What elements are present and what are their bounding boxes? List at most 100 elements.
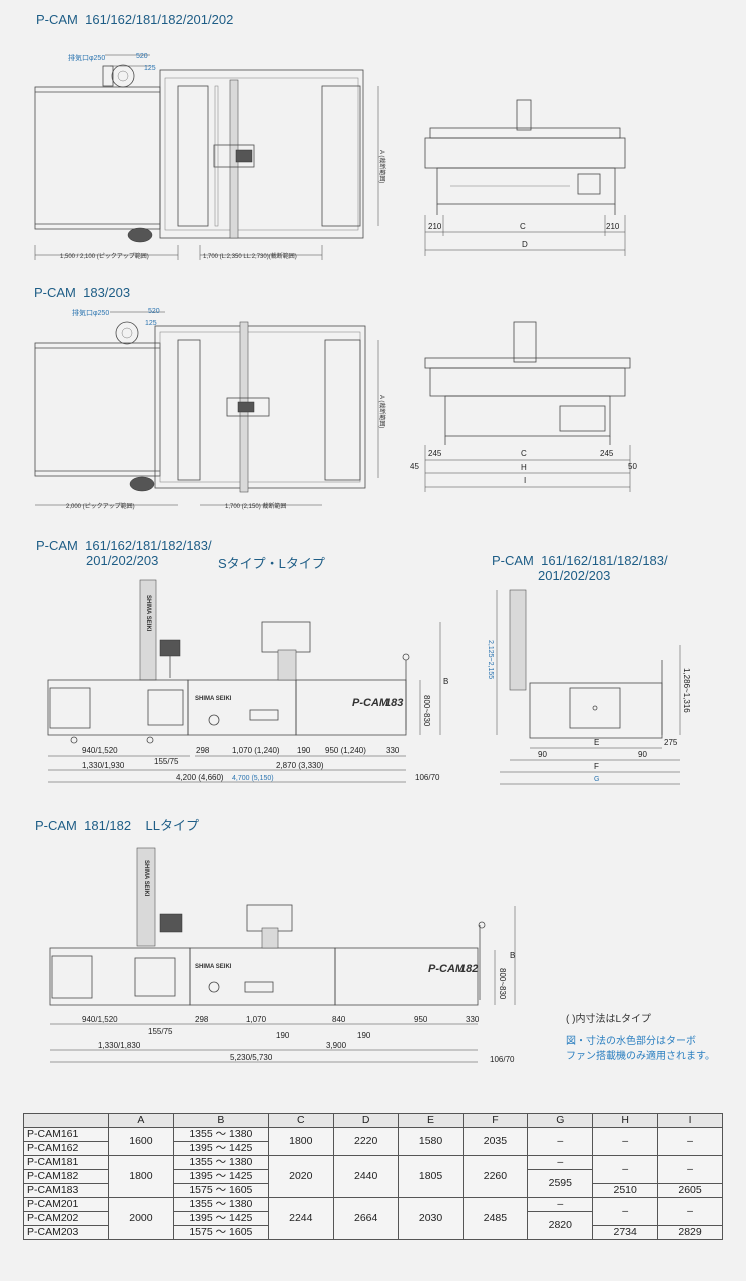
dim-330-3: 330	[386, 746, 400, 755]
dim-h1286: 1,286~1,316	[682, 668, 691, 713]
cell-g: 2595	[527, 1169, 594, 1198]
cell-b: 1395 ～ 1425	[172, 1211, 269, 1226]
section-title-1: P-CAM 161/162/181/182/201/202	[36, 12, 234, 27]
cell-b: 1395 ～ 1425	[172, 1169, 269, 1184]
dim-950-5: 950	[414, 1015, 428, 1024]
dim-50: 50	[628, 462, 637, 471]
cell-f: 2260	[462, 1155, 529, 1198]
exhaust-label: 排気口φ250	[68, 53, 105, 62]
cell-b: 1355 ～ 1380	[172, 1155, 269, 1170]
header-e: E	[397, 1113, 464, 1128]
dim-a-cut: A (裁断範囲)	[378, 150, 386, 183]
dim-840-5: 840	[332, 1015, 346, 1024]
dim-3900-5: 3,900	[326, 1041, 347, 1050]
dim-190b-5: 190	[357, 1031, 371, 1040]
dim-190-3: 190	[297, 746, 311, 755]
dim-c-2: C	[521, 449, 527, 458]
dim-b-5: B	[510, 951, 515, 960]
header-i: I	[657, 1113, 723, 1128]
dim-g: G	[594, 776, 599, 783]
dim-45: 45	[410, 462, 419, 471]
cell-d: 2664	[332, 1197, 399, 1240]
dim-5230-5: 5,230/5,730	[230, 1053, 273, 1062]
brand-tower-5: SHIMA SEIKI	[143, 860, 149, 897]
cell-h: –	[592, 1127, 659, 1156]
cell-e: 1580	[397, 1127, 464, 1156]
cell-g: –	[527, 1155, 594, 1170]
section-type-label: Sタイプ・Lタイプ	[218, 556, 325, 571]
cell-h: 2734	[592, 1225, 659, 1240]
table-row: P-CAM161 1600 1355 ～ 1380 1800 2220 1580…	[23, 1127, 723, 1156]
cell-e: 1805	[397, 1155, 464, 1198]
section-title-5: P-CAM 181/182 LLタイプ	[35, 818, 200, 833]
monitor-icon-5	[159, 913, 183, 933]
dim-90-right: 90	[638, 750, 647, 759]
table-row: P-CAM181 1800 1355 ～ 1380 2020 2440 1805…	[23, 1155, 723, 1198]
cell-c: 2244	[267, 1197, 334, 1240]
brand-body-3: SHIMA SEIKI	[195, 696, 232, 702]
cell-c: 1800	[267, 1127, 334, 1156]
exhaust-port-icon	[111, 64, 135, 88]
header-a: A	[108, 1113, 174, 1128]
table-row: P-CAM182 1395 ～ 1425 2595	[23, 1169, 723, 1198]
dim-155-5: 155/75	[148, 1027, 173, 1036]
table-row: P-CAM162 1395 ～ 1425	[23, 1141, 723, 1156]
model-cell: P-CAM202	[23, 1211, 109, 1226]
dim-298-5: 298	[195, 1015, 209, 1024]
cell-b: 1395 ～ 1425	[172, 1141, 269, 1156]
cell-i: 2605	[657, 1183, 723, 1198]
cell-a: 1800	[108, 1155, 174, 1198]
dim-1330-5: 1,330/1,830	[98, 1041, 141, 1050]
section-title-3-line1: P-CAM 161/162/181/182/183/	[36, 538, 212, 553]
dim-330-5: 330	[466, 1015, 480, 1024]
dim-950-3: 950 (1,240)	[325, 746, 366, 755]
cell-g: –	[527, 1127, 594, 1156]
header-d: D	[332, 1113, 399, 1128]
dim-125: 125	[144, 65, 156, 72]
cell-i: –	[657, 1197, 723, 1226]
drawing-5-side-view-ll: SHIMA SEIKI SHIMA SEIKI P-CAM 182 B 800~…	[49, 847, 515, 1064]
drawing-4-end-view: 2,125~2,155 1,286~1,316 275 90 90 E F G	[487, 589, 691, 785]
cell-b: 1575 ～ 1605	[172, 1225, 269, 1240]
dim-106-3: 106/70	[415, 773, 440, 782]
model-cell: P-CAM161	[23, 1127, 109, 1142]
model-logo-5: P-CAM	[428, 963, 465, 975]
dim-106-5: 106/70	[490, 1055, 515, 1064]
cell-i: –	[657, 1127, 723, 1156]
dim-e: E	[594, 738, 599, 747]
cell-f: 2485	[462, 1197, 529, 1240]
model-cell: P-CAM203	[23, 1225, 109, 1240]
table-row: P-CAM183 1575 ～ 1605 2510 2605	[23, 1183, 723, 1198]
table-row: P-CAM203 1575 ～ 1605 2734 2829	[23, 1225, 723, 1240]
table-row: P-CAM202 1395 ～ 1425 2820	[23, 1211, 723, 1240]
dim-b-3: B	[443, 677, 448, 686]
dim-210-left: 210	[428, 222, 442, 231]
cell-e: 2030	[397, 1197, 464, 1240]
header-h: H	[592, 1113, 659, 1128]
dim-cut: 1,700 (L:2,350 LL:2,730)(裁断範囲)	[203, 252, 297, 260]
dim-d: D	[522, 240, 528, 249]
dim-1070-5: 1,070	[246, 1015, 267, 1024]
cell-b: 1355 ～ 1380	[172, 1197, 269, 1212]
dim-275: 275	[664, 738, 678, 747]
cell-d: 2440	[332, 1155, 399, 1198]
cell-i: 2829	[657, 1225, 723, 1240]
cell-h: –	[592, 1155, 659, 1184]
model-cell: P-CAM181	[23, 1155, 109, 1170]
drawing-2-top-view: 排気口φ250 520 125 2,000 (ピックアップ範囲) 1,700 (…	[34, 308, 386, 510]
brand-tower-3: SHIMA SEIKI	[145, 595, 151, 632]
section-title-4-line2: 201/202/203	[538, 568, 611, 583]
header-b: B	[172, 1113, 269, 1128]
section-title-3-line2: 201/202/203	[86, 553, 159, 568]
cell-a: 2000	[108, 1197, 174, 1240]
dim-1070-3: 1,070 (1,240)	[232, 746, 280, 755]
cell-h: –	[592, 1197, 659, 1226]
brand-body-5: SHIMA SEIKI	[195, 964, 232, 970]
dim-4200-3: 4,200 (4,660)	[176, 773, 224, 782]
table-header-row: A B C D E F G H I	[23, 1113, 723, 1128]
note-turbo-fan-line2: ファン搭載機のみ適用されます。	[566, 1051, 715, 1062]
note-turbo-fan-line1: 図・寸法の水色部分はターボ	[566, 1036, 696, 1047]
monitor-icon	[159, 639, 181, 657]
dim-940-5: 940/1,520	[82, 1015, 118, 1024]
